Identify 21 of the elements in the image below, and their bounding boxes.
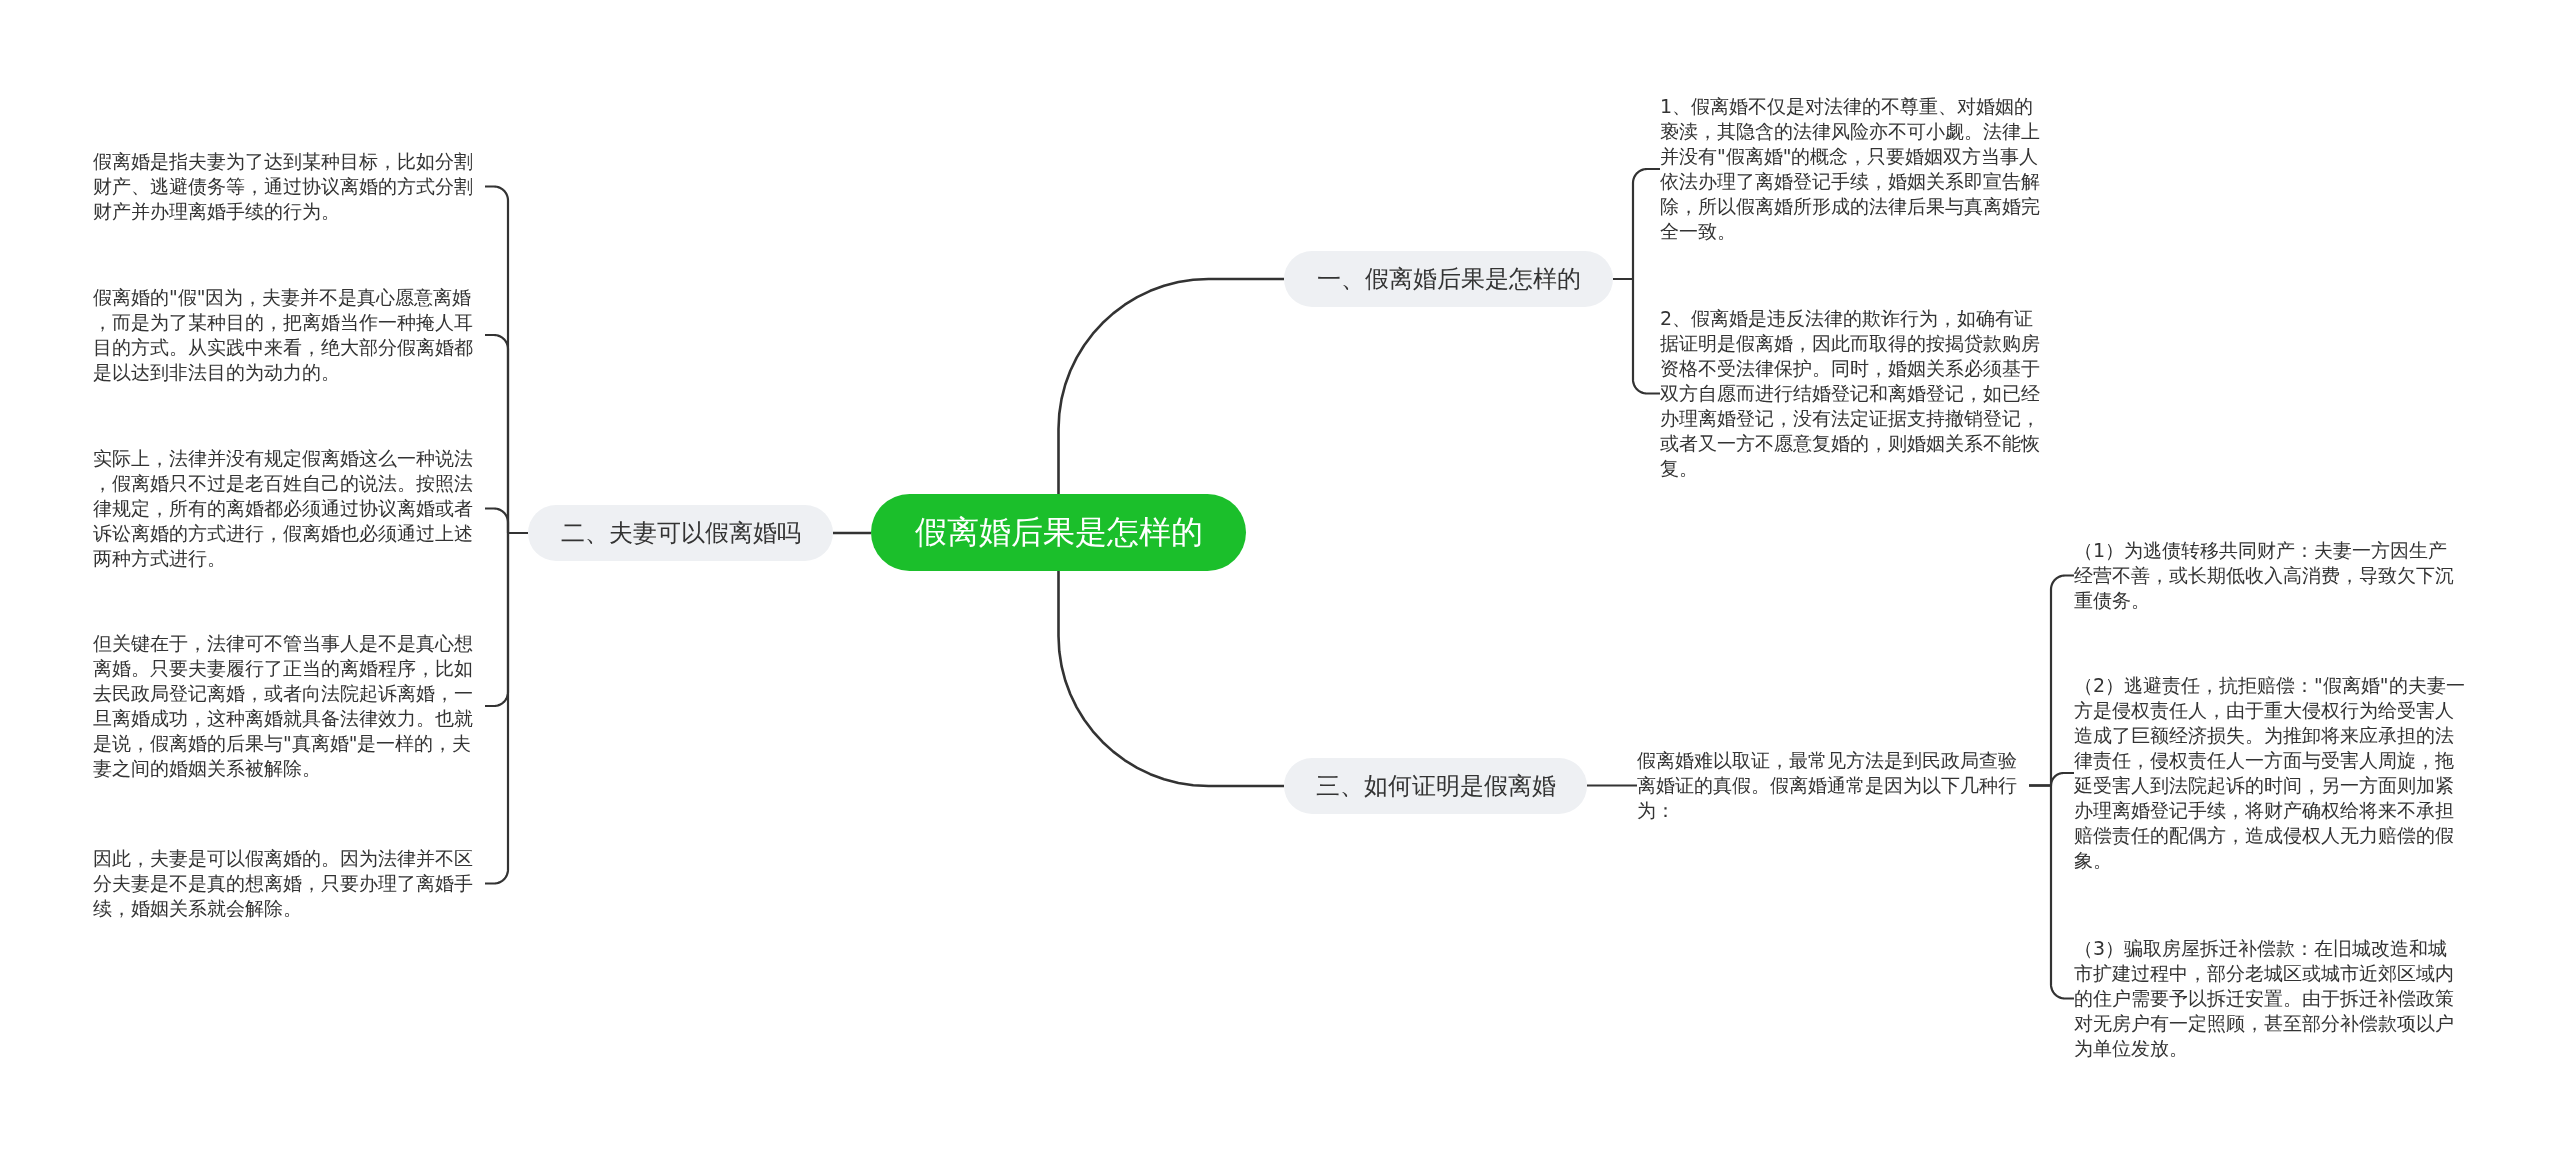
branch-topic-node: 一、假离婚后果是怎样的 bbox=[1284, 251, 1613, 307]
topic-text: 2、假离婚是违反法律的欺诈行为，如确有证据证明是假离婚，因此而取得的按揭贷款购房资格不受法律保护。同时，婚姻关系必须基于双方自愿而进行结婚登记和离婚登记，如已经办理离婚登记，没有法定证据支持撤销登记，或者又一方不愿意复婚的，则婚姻关系不能恢复。 bbox=[1660, 306, 2052, 481]
topic-text: （3）骗取房屋拆迁补偿款：在旧城改造和城市扩建过程中，部分老城区或城市近郊区域内的住户需要予以拆迁安置。由于拆迁补偿政策对无房户有一定照顾，甚至部分补偿款项以户为单位发放。 bbox=[2074, 936, 2466, 1061]
topic-text: 实际上，法律并没有规定假离婚这么一种说法，假离婚只不过是老百姓自己的说法。按照法律规定，所有的离婚都必须通过协议离婚或者诉讼离婚的方式进行，假离婚也必须通过上述两种方式进行。 bbox=[93, 446, 485, 571]
branch-topic-node: 二、夫妻可以假离婚吗 bbox=[528, 505, 833, 561]
topic-text: （2）逃避责任，抗拒赔偿："假离婚"的夫妻一方是侵权责任人，由于重大侵权行为给受害人造成了巨额经济损失。为推卸将来应承担的法律责任，侵权责任人一方面与受害人周旋，拖延受害人到法院起诉的时间，另一方面则加紧办理离婚登记手续，将财产确权给将来不承担赔偿责任的配偶方，造成侵权人无力赔偿的假象。 bbox=[2074, 673, 2466, 873]
topic-text: 假离婚的"假"因为，夫妻并不是真心愿意离婚，而是为了某种目的，把离婚当作一种掩人耳目的方式。从实践中来看，绝大部分假离婚都是以达到非法目的为动力的。 bbox=[93, 285, 485, 385]
topic-text: 假离婚是指夫妻为了达到某种目标，比如分割财产、逃避债务等，通过协议离婚的方式分割财产并办理离婚手续的行为。 bbox=[93, 149, 485, 224]
connector-line bbox=[833, 531, 871, 535]
connector-line bbox=[1057, 277, 1284, 494]
topic-text: （1）为逃债转移共同财产：夫妻一方因生产经营不善，或长期低收入高消费，导致欠下沉重债务。 bbox=[2074, 538, 2466, 613]
connector-line bbox=[485, 531, 528, 885]
branch-topic-node: 三、如何证明是假离婚 bbox=[1284, 758, 1587, 814]
topic-text: 假离婚难以取证，最常见方法是到民政局查验离婚证的真假。假离婚通常是因为以下几种行为： bbox=[1637, 748, 2029, 823]
central-topic-node: 假离婚后果是怎样的 bbox=[871, 494, 1246, 571]
connector-line bbox=[1587, 784, 1637, 787]
connector-line bbox=[2029, 784, 2074, 1000]
connector-line bbox=[1057, 571, 1284, 788]
topic-text: 因此，夫妻是可以假离婚的。因为法律并不区分夫妻是不是真的想离婚，只要办理了离婚手续，婚姻关系就会解除。 bbox=[93, 846, 485, 921]
topic-text: 1、假离婚不仅是对法律的不尊重、对婚姻的亵渎，其隐含的法律风险亦不可小觑。法律上并没有"假离婚"的概念，只要婚姻双方当事人依法办理了离婚登记手续，婚姻关系即宣告解除，所以假离婚所形成的法律后果与真离婚完全一致。 bbox=[1660, 94, 2052, 244]
topic-text: 但关键在于，法律可不管当事人是不是真心想离婚。只要夫妻履行了正当的离婚程序，比如去民政局登记离婚，或者向法院起诉离婚，一旦离婚成功，这种离婚就具备法律效力。也就是说，假离婚的后果与"真离婚"是一样的，夫妻之间的婚姻关系被解除。 bbox=[93, 631, 485, 781]
